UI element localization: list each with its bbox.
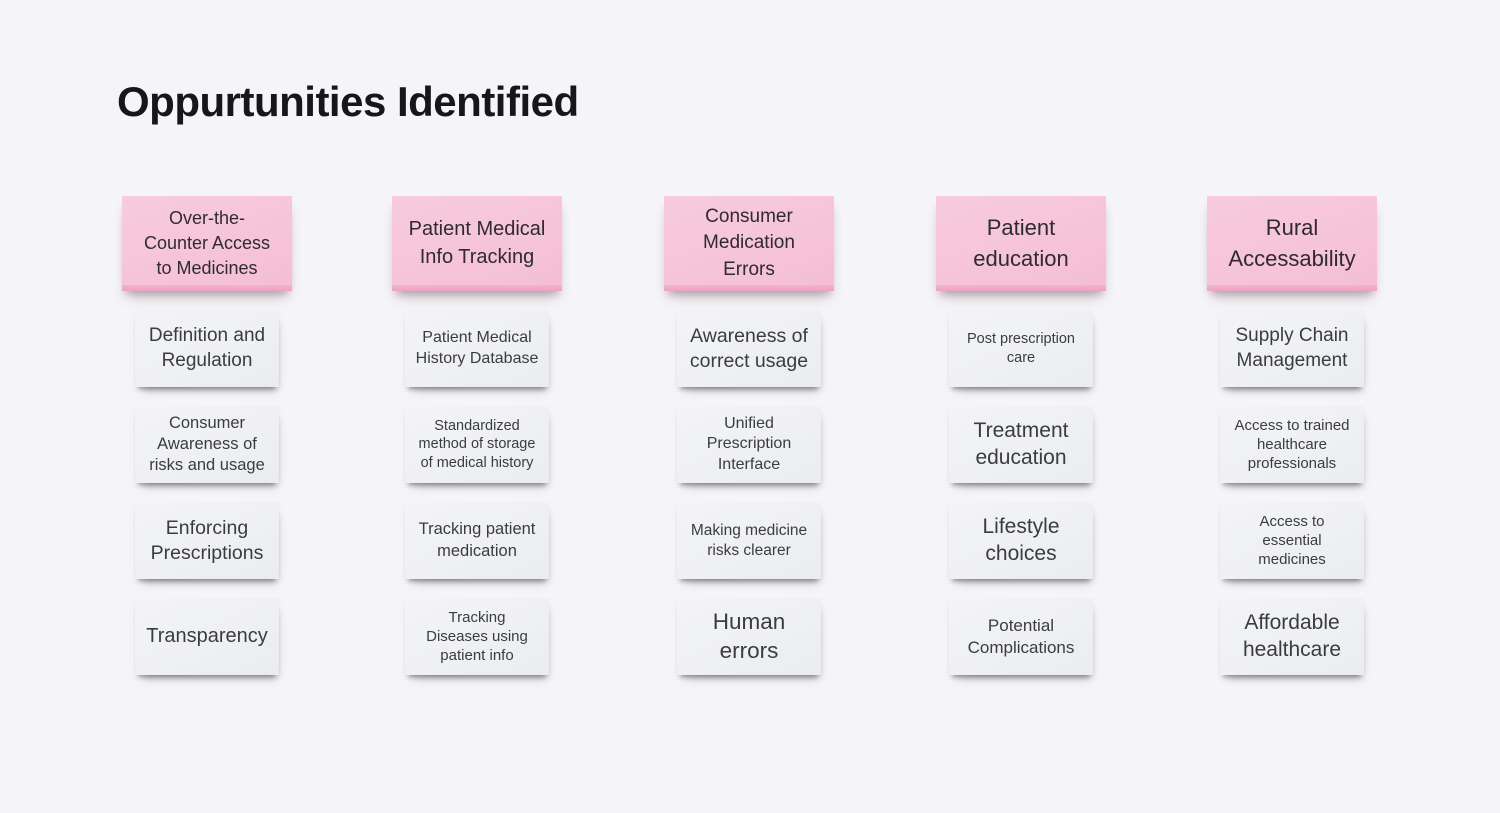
sticky-note[interactable]: Tracking patient medication (405, 502, 549, 579)
sticky-note-label: Tracking patient medication (418, 520, 536, 560)
sticky-note-label: Unified Prescription Interface (706, 414, 792, 473)
sticky-note-label: Supply Chain Management (1235, 325, 1349, 371)
sticky-note-label: Making medicine risks clearer (690, 521, 808, 559)
sticky-note[interactable]: Potential Complications (949, 598, 1093, 675)
sticky-note-label: Definition and Regulation (148, 325, 266, 371)
sticky-note-label: Consumer Awareness of risks and usage (149, 413, 265, 475)
sticky-note-label: Post prescription care (967, 330, 1075, 366)
header-note-label: Over-the- Counter Access to Medicines (143, 208, 271, 278)
sticky-note[interactable]: Lifestyle choices (949, 502, 1093, 579)
header-note-label: Patient education (973, 215, 1069, 271)
category-header-note[interactable]: Over-the- Counter Access to Medicines (122, 196, 292, 291)
sticky-note[interactable]: Patient Medical History Database (405, 310, 549, 387)
header-note-label: Rural Accessability (1228, 215, 1356, 271)
sticky-note[interactable]: Affordable healthcare (1220, 598, 1364, 675)
category-header-note[interactable]: Consumer Medication Errors (664, 196, 834, 291)
category-header-note[interactable]: Rural Accessability (1207, 196, 1377, 291)
sticky-note-label: Human errors (712, 608, 786, 663)
sticky-note[interactable]: Definition and Regulation (135, 310, 279, 387)
header-note-label: Patient Medical Info Tracking (408, 217, 546, 268)
column-otc-access: Over-the- Counter Access to Medicines De… (122, 196, 292, 675)
category-header-note[interactable]: Patient education (936, 196, 1106, 291)
sticky-note-label: Awareness of correct usage (689, 324, 809, 372)
sticky-note[interactable]: Supply Chain Management (1220, 310, 1364, 387)
sticky-note[interactable]: Consumer Awareness of risks and usage (135, 406, 279, 483)
sticky-note[interactable]: Enforcing Prescriptions (135, 502, 279, 579)
sticky-note[interactable]: Unified Prescription Interface (677, 406, 821, 483)
sticky-note[interactable]: Human errors (677, 598, 821, 675)
sticky-note-label: Lifestyle choices (982, 514, 1060, 565)
sticky-note[interactable]: Access to trained healthcare professiona… (1220, 406, 1364, 483)
sticky-note[interactable]: Post prescription care (949, 310, 1093, 387)
sticky-note-label: Access to trained healthcare professiona… (1234, 416, 1350, 473)
sticky-note-label: Affordable healthcare (1242, 610, 1342, 661)
sticky-note[interactable]: Awareness of correct usage (677, 310, 821, 387)
sticky-note-label: Patient Medical History Database (415, 329, 539, 367)
column-rural-accessability: Rural Accessability Supply Chain Managem… (1207, 196, 1377, 675)
sticky-note-label: Tracking Diseases using patient info (426, 608, 528, 665)
sticky-note-label: Standardized method of storage of medica… (418, 417, 536, 471)
sticky-note[interactable]: Treatment education (949, 406, 1093, 483)
column-consumer-medication-errors: Consumer Medication Errors Awareness of … (664, 196, 834, 675)
page-title: Oppurtunities Identified (117, 78, 579, 125)
sticky-note-label: Enforcing Prescriptions (150, 516, 264, 564)
sticky-note-label: Transparency (146, 624, 268, 647)
column-patient-education: Patient education Post prescription care… (936, 196, 1106, 675)
sticky-note[interactable]: Tracking Diseases using patient info (405, 598, 549, 675)
sticky-note-label: Treatment education (973, 418, 1069, 469)
header-note-label: Consumer Medication Errors (703, 206, 795, 280)
sticky-note[interactable]: Transparency (135, 598, 279, 675)
sticky-note[interactable]: Making medicine risks clearer (677, 502, 821, 579)
column-medical-info-tracking: Patient Medical Info Tracking Patient Me… (392, 196, 562, 675)
category-header-note[interactable]: Patient Medical Info Tracking (392, 196, 562, 291)
sticky-note-label: Potential Complications (967, 615, 1075, 657)
sticky-note[interactable]: Standardized method of storage of medica… (405, 406, 549, 483)
sticky-note[interactable]: Access to essential medicines (1220, 502, 1364, 579)
sticky-note-label: Access to essential medicines (1258, 512, 1326, 569)
